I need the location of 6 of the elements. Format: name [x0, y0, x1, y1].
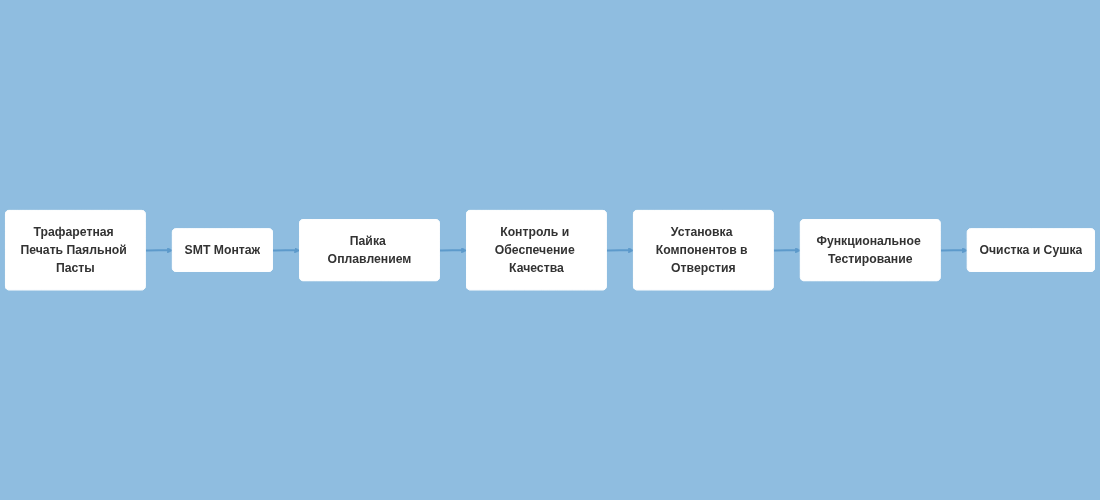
arrow — [940, 247, 968, 254]
arrow — [773, 247, 801, 254]
arrow — [606, 247, 635, 254]
arrow — [272, 247, 301, 254]
arrow — [145, 247, 173, 254]
arrow — [439, 247, 468, 254]
